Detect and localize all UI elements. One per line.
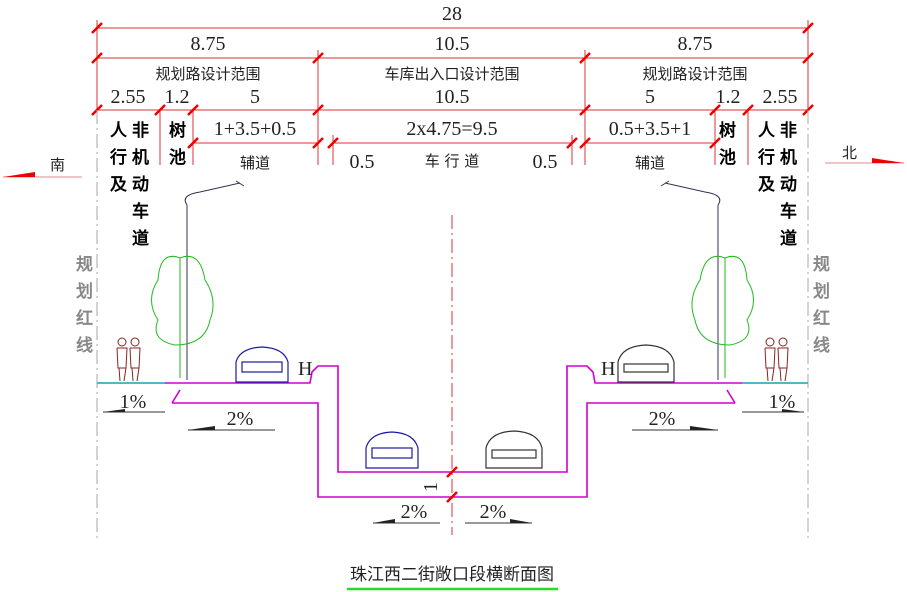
pedestrians-icon [116,337,141,382]
dim-treepit-left: 1.2 [165,86,190,108]
slope-service-left: 2% [227,408,254,430]
label-char: 动 [780,175,797,195]
car-icon [485,430,543,469]
label-char: 道 [132,228,149,249]
car-icon [235,346,289,383]
label-char: 动 [132,175,149,195]
label-char: 道 [780,228,797,249]
dim-treepit-right: 1.2 [716,86,741,108]
dim-service-left-detail: 1+3.5+0.5 [214,118,297,140]
label-char: 树 [719,121,736,141]
service-road-left-label: 辅道 [240,154,270,172]
north-label: 北 [842,144,857,162]
slope-service-right: 2% [649,408,676,430]
range-label-center: 车库出入口设计范围 [384,65,519,83]
label-char: 线 [813,335,830,356]
label-char: 及 [110,175,128,195]
slope-lane-left: 2% [401,501,428,523]
h-mark-left: H [298,358,312,380]
slope-lane-right: 2% [480,501,507,523]
car-icon [365,431,419,469]
range-label-left: 规划路设计范围 [155,65,260,83]
label-char: 行 [757,147,775,168]
h-mark-right: H [601,358,615,380]
label-char: 树 [169,121,186,141]
label-char: 及 [758,175,776,195]
carriageway-label: 车 行 道 [425,152,480,170]
label-char: 人 [758,121,776,141]
label-char: 非 [132,120,149,141]
tree-icon [151,255,214,378]
dim-carriageway: 10.5 [435,86,470,108]
pedestrians-icon [764,337,789,382]
slope-sidewalk-right: 1% [769,391,796,413]
dimension-lines [91,20,814,165]
label-char: 非 [780,120,797,141]
street-lamp-icon [660,180,721,380]
lane-margin-right: 0.5 [533,151,558,173]
label-char: 车 [780,201,797,222]
label-char: 人 [110,121,128,141]
dim-total: 28 [442,3,462,25]
left-vertical-labels: 人 行 及 非 机 动 车 道 树 池 [109,120,186,249]
right-vertical-labels: 人 行 及 非 机 动 车 道 树 池 [719,120,797,249]
slope-arrows [103,409,804,524]
label-char: 线 [76,335,93,356]
label-char: 池 [169,147,186,168]
depth-dimension [446,466,458,503]
tree-icon [691,255,754,378]
depth-value: 1 [420,482,442,492]
drawing-title: 珠江西二街敞口段横断面图 [350,565,554,585]
dim-center-range: 10.5 [435,33,470,55]
south-arrow-icon [3,172,82,178]
label-char: 规 [813,255,830,275]
range-label-right: 规划路设计范围 [642,65,747,83]
label-char: 红 [76,308,93,329]
label-char: 规 [76,255,93,275]
label-char: 机 [780,147,797,168]
label-char: 红 [813,308,830,329]
lane-margin-left: 0.5 [350,151,375,173]
north-arrow-icon [825,158,904,164]
street-lamp-icon [184,180,245,380]
dim-service-right-detail: 0.5+3.5+1 [609,118,692,140]
label-char: 池 [719,147,736,168]
dim-sidewalk-left: 2.55 [111,86,146,108]
label-char: 机 [132,147,149,168]
dim-lanes-detail: 2x4.75=9.5 [406,118,497,140]
dim-left-range: 8.75 [191,33,226,55]
slope-sidewalk-left: 1% [120,391,147,413]
label-char: 划 [76,281,93,302]
service-road-right-label: 辅道 [635,154,665,172]
dim-service-left: 5 [250,86,260,108]
dim-service-right: 5 [645,86,655,108]
label-char: 车 [132,201,149,222]
red-line-labels: 规 划 红 线 规 划 红 线 [76,255,830,356]
label-char: 划 [813,281,830,302]
south-label: 南 [50,156,65,174]
car-icon [617,344,675,383]
dim-right-range: 8.75 [678,33,713,55]
dim-sidewalk-right: 2.55 [763,86,798,108]
label-char: 行 [109,147,127,168]
